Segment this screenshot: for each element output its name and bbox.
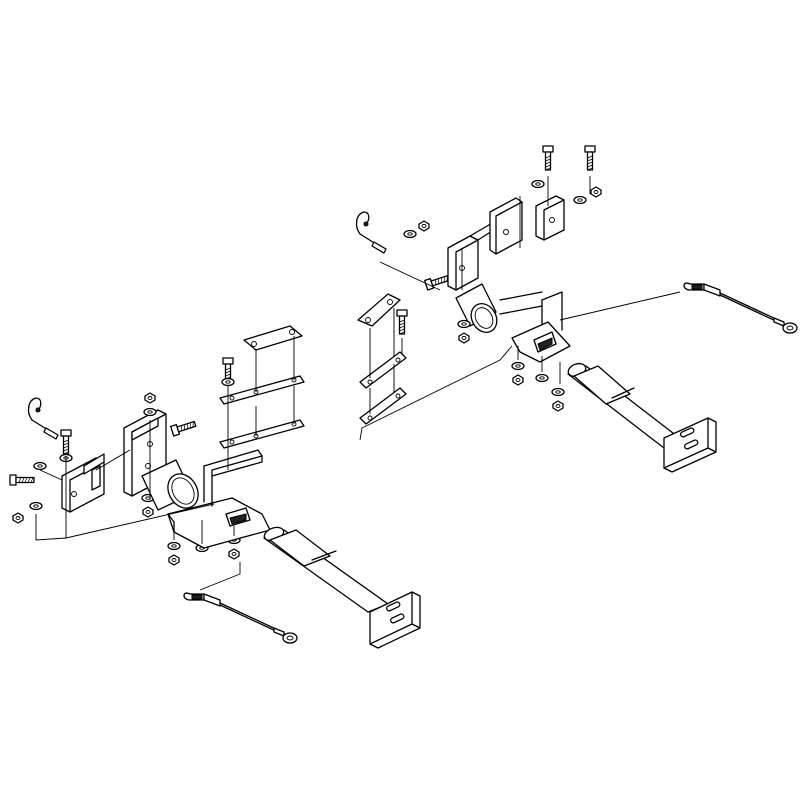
strap-plate	[243, 325, 303, 351]
assembly-right	[355, 145, 798, 473]
nut	[142, 506, 154, 518]
bolt	[170, 418, 198, 437]
frame-bar	[167, 449, 271, 549]
bolt	[396, 309, 408, 335]
nut	[418, 220, 430, 232]
safety-cable	[683, 282, 798, 334]
strap-plate	[357, 293, 401, 327]
washer	[167, 541, 181, 551]
washer	[221, 377, 235, 387]
washer	[457, 319, 471, 329]
nut	[512, 374, 524, 386]
nut	[552, 400, 564, 412]
washer	[535, 373, 549, 383]
bolt	[584, 145, 596, 171]
washer	[573, 195, 587, 205]
nut	[458, 332, 470, 344]
strap-plate	[219, 419, 305, 449]
nut	[590, 186, 602, 198]
nut	[144, 392, 156, 404]
assembly-left	[9, 325, 421, 649]
bolt	[542, 145, 554, 171]
mounting-bracket-left	[61, 453, 105, 513]
strap-plate	[359, 387, 407, 425]
safety-cable	[183, 592, 298, 644]
mounting-bracket-right	[489, 195, 565, 255]
washer	[33, 461, 47, 471]
nut	[168, 554, 180, 566]
alignment-lines	[35, 336, 295, 591]
alignment-lines	[359, 176, 681, 441]
end-plate	[369, 591, 421, 649]
washer	[531, 179, 545, 189]
washer	[551, 387, 565, 397]
washer	[511, 361, 525, 371]
washer	[403, 229, 417, 239]
end-plate	[663, 417, 717, 473]
bolt	[60, 429, 72, 455]
receiver-tube	[141, 459, 199, 511]
hitch-pin	[355, 211, 387, 254]
washer	[29, 501, 43, 511]
washer	[143, 407, 157, 417]
hitch-pin	[27, 397, 59, 440]
crossbar-tube	[263, 526, 389, 613]
frame-bar	[499, 291, 571, 363]
receiver-tube	[455, 283, 498, 333]
bolt	[424, 272, 452, 291]
strap-plate	[359, 351, 407, 389]
bolt	[9, 474, 35, 486]
crossbar-tube	[567, 362, 683, 449]
nut	[12, 512, 24, 524]
strap-plate	[219, 375, 305, 405]
nut	[228, 548, 240, 560]
